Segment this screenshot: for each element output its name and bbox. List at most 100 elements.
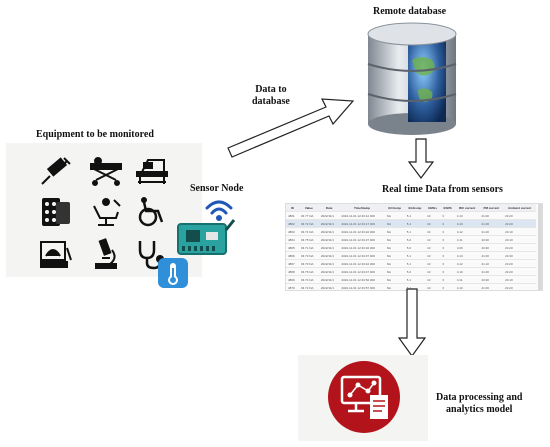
table-header-cell: TimeStamp [339, 204, 385, 212]
table-cell: 10 [425, 243, 441, 252]
table-cell: 23.20 [503, 259, 536, 268]
table-cell: 10 [425, 211, 441, 220]
table-cell: 4865 [286, 243, 299, 252]
table-cell: 5.1 [404, 211, 426, 220]
table-cell: 23.20 [503, 211, 536, 220]
table-cell: 4.13 [454, 211, 480, 220]
table-cell: 40.90 [479, 235, 504, 244]
table-cell: 33.70 NA [298, 259, 319, 268]
table-cell: 23.20 [503, 243, 536, 252]
table-cell: 4866 [286, 251, 299, 260]
table-cell: 23.20 [503, 283, 536, 290]
table-cell: 2022-11-01 12:43:37.000 [339, 251, 385, 260]
table-cell: NA [384, 227, 405, 236]
table-cell: 2022-11-01 12:43:32.000 [339, 243, 385, 252]
table-cell: 2022/11/1 [318, 211, 340, 220]
table-cell: 4862 [286, 219, 299, 228]
table-header-cell: EGGsmp [404, 204, 426, 212]
realtime-label: Real time Data from sensors [382, 184, 503, 195]
processing-label: Data processing and analytics model [436, 392, 523, 415]
microscope-icon [95, 238, 117, 269]
table-cell: 3 [440, 259, 455, 268]
table-cell: 3 [440, 243, 455, 252]
table-cell: 4.12 [454, 259, 480, 268]
table-cell: 4.11 [454, 235, 480, 244]
table-cell: 4.10 [454, 219, 480, 228]
table-cell: 3 [440, 251, 455, 260]
table-cell: 3 [440, 275, 455, 284]
table-cell: 5.0 [404, 235, 426, 244]
table-cell: NA [384, 243, 405, 252]
table-cell: NA [384, 275, 405, 284]
table-cell: 2022-11-01 12:43:17.000 [339, 219, 385, 228]
table-cell: 4.13 [454, 283, 480, 290]
table-header-cell: ECGsmp [384, 204, 405, 212]
table-cell: 3 [440, 283, 455, 290]
hospital-bed-icon [136, 159, 168, 184]
table-cell: NA [384, 259, 405, 268]
table-cell: 10 [425, 275, 441, 284]
table-cell: 2022-11-01 12:43:57.000 [339, 283, 385, 290]
table-cell: 2022-11-01 12:43:52.000 [339, 275, 385, 284]
table-cell: 4.13 [454, 251, 480, 260]
table-cell: 2022/11/1 [318, 243, 340, 252]
sensor-node-label: Sensor Node [190, 183, 244, 194]
table-cell: 33.75 NA [298, 235, 319, 244]
table-cell: NA [384, 211, 405, 220]
table-cell: 10 [425, 227, 441, 236]
analytics-icon [328, 361, 400, 433]
equipment-label: Equipment to be monitored [36, 129, 154, 140]
table-cell: 33.73 NA [298, 251, 319, 260]
table-cell: 41.00 [479, 251, 504, 260]
table-cell: 23.30 [503, 251, 536, 260]
table-cell: 3 [440, 235, 455, 244]
table-cell: 41.00 [479, 283, 504, 290]
table-header-cell: Value [298, 204, 319, 212]
table-cell: 3 [440, 267, 455, 276]
table-cell: 2022-11-01 12:43:22.000 [339, 227, 385, 236]
table-cell: 41.00 [479, 267, 504, 276]
table-cell: 10 [425, 267, 441, 276]
table-cell: 41.00 [479, 219, 504, 228]
table-cell: 4.12 [454, 227, 480, 236]
table-cell: 3 [440, 211, 455, 220]
table-cell: 4864 [286, 235, 299, 244]
table-cell: 3 [440, 219, 455, 228]
table-cell: 5.1 [404, 283, 426, 290]
table-cell: 23.10 [503, 235, 536, 244]
table-cell: NA [384, 267, 405, 276]
table-cell: 23.10 [503, 275, 536, 284]
wheelchair-icon [138, 197, 164, 227]
table-cell: 33.77 NA [298, 211, 319, 220]
table-cell: 2022-11-01 12:43:27.000 [339, 235, 385, 244]
table-cell: NA [384, 219, 405, 228]
stretcher-icon [90, 157, 122, 186]
data-to-database-label: Data to database [252, 84, 290, 107]
table-cell: NA [384, 251, 405, 260]
table-cell: 33.74 NA [298, 275, 319, 284]
table-cell: 2022/11/1 [318, 259, 340, 268]
arrow-to-analytics [398, 288, 426, 358]
table-cell: 4867 [286, 259, 299, 268]
table-cell: 33.71 NA [298, 243, 319, 252]
table-cell: 2022/11/1 [318, 283, 340, 290]
table-header-cell: ID [286, 204, 299, 212]
table-cell: 5.1 [404, 219, 426, 228]
circuit-board-icon [177, 219, 236, 255]
table-scrollbar[interactable] [538, 204, 542, 290]
table-cell: 10 [425, 219, 441, 228]
table-cell: NA [384, 283, 405, 290]
table-header-cell: EMGs [425, 204, 441, 212]
table-cell: 33.72 NA [298, 283, 319, 290]
